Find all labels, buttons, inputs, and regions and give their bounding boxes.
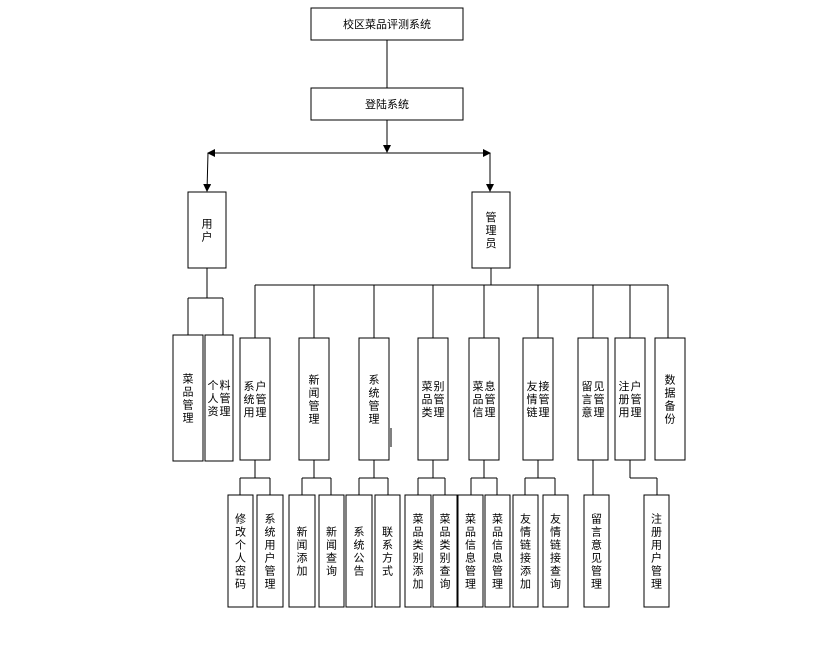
node-box [345,494,373,608]
node-b4: 新闻查询 [318,494,345,608]
node-b6: 联系方式 [374,494,401,608]
node-box [318,494,345,608]
node-box [298,337,330,461]
node-a2: 新闻管理 [298,337,330,461]
node-label: 留言意见管理 [582,380,605,419]
node-b2: 系统用户管理 [256,494,284,608]
node-box [374,494,401,608]
node-label: 菜品类别管理 [422,380,445,419]
node-label: 新闻管理 [309,373,320,426]
node-label: 修改个人密码 [235,512,246,591]
node-b9: 菜品信息管理 [457,494,484,608]
node-label: 友情链接查询 [550,512,561,591]
node-label: 个人资料管理 [208,378,231,418]
node-box [468,337,500,461]
node-box [256,494,284,608]
node-label: 登陆系统 [365,97,409,111]
node-b3: 新闻添加 [288,494,316,608]
node-box [577,337,609,461]
node-box [204,334,234,462]
node-box [239,337,271,461]
node-label: 管理员 [486,210,497,250]
node-label: 联系方式 [382,526,393,578]
node-label: 留言意见管理 [591,513,602,591]
node-b8: 菜品类别查询 [432,494,458,608]
node-a5: 菜品信息管理 [468,337,500,461]
node-b11: 友情链接添加 [512,494,539,608]
node-box [404,494,432,608]
node-box [288,494,316,608]
node-b7: 菜品类别添加 [404,494,432,608]
node-a6: 友情链接管理 [522,337,554,461]
node-box [187,191,227,269]
node-b13: 留言意见管理 [583,494,610,608]
node-a3: 系统管理 [358,337,390,461]
node-a1: 系统用户管理 [239,337,271,461]
connectors [187,40,669,495]
node-box [614,337,646,461]
node-label: 新闻查询 [326,525,337,578]
node-label: 菜品类别添加 [413,513,424,591]
node-a7: 留言意见管理 [577,337,609,461]
node-user: 用户 [187,191,227,269]
node-label: 系统用户管理 [244,379,267,419]
node-label: 系统公告 [354,526,365,578]
node-label: 菜品信息管理 [473,379,496,419]
node-box [172,334,204,462]
node-label: 注册用户管理 [619,379,642,419]
node-box [471,191,511,269]
node-b14: 注册用户管理 [643,494,670,608]
node-box [310,87,464,121]
node-box [542,494,569,608]
node-label: 新闻添加 [297,525,308,578]
node-login: 登陆系统 [310,87,464,121]
node-label: 菜品信息管理 [465,513,476,591]
node-box [432,494,458,608]
node-label: 用户 [202,218,213,244]
node-box [654,337,686,461]
node-admin: 管理员 [471,191,511,269]
connector-line [203,152,212,192]
node-b10: 菜品信息管理 [484,494,511,608]
node-box [457,494,484,608]
node-label: 系统用户管理 [265,513,276,591]
node-box [643,494,670,608]
node-label: 注册用户管理 [651,512,662,591]
node-box [310,7,464,41]
node-a9: 数据备份 [654,337,686,461]
node-label: 菜品类别查询 [440,513,451,591]
node-box [512,494,539,608]
node-label: 系统管理 [369,374,380,426]
node-label: 友情链接管理 [527,379,550,419]
node-root: 校区菜品评测系统 [310,7,464,41]
node-b1: 修改个人密码 [227,494,254,608]
node-u2: 个人资料管理 [204,334,234,462]
node-label: 友情链接添加 [520,512,531,591]
node-b5: 系统公告 [345,494,373,608]
node-u1: 菜品管理 [172,334,204,462]
node-label: 菜品管理 [183,373,194,425]
nodes: 校区菜品评测系统登陆系统用户管理员菜品管理个人资料管理系统用户管理新闻管理系统管… [172,7,686,608]
node-box [417,337,449,461]
node-label: 菜品信息管理 [492,513,503,591]
node-label: 校区菜品评测系统 [343,17,431,31]
node-box [484,494,511,608]
node-box [358,337,390,461]
node-box [522,337,554,461]
node-label: 数据备份 [665,374,676,426]
node-b12: 友情链接查询 [542,494,569,608]
node-a8: 注册用户管理 [614,337,646,461]
node-box [227,494,254,608]
node-box [583,494,610,608]
node-a4: 菜品类别管理 [417,337,449,461]
